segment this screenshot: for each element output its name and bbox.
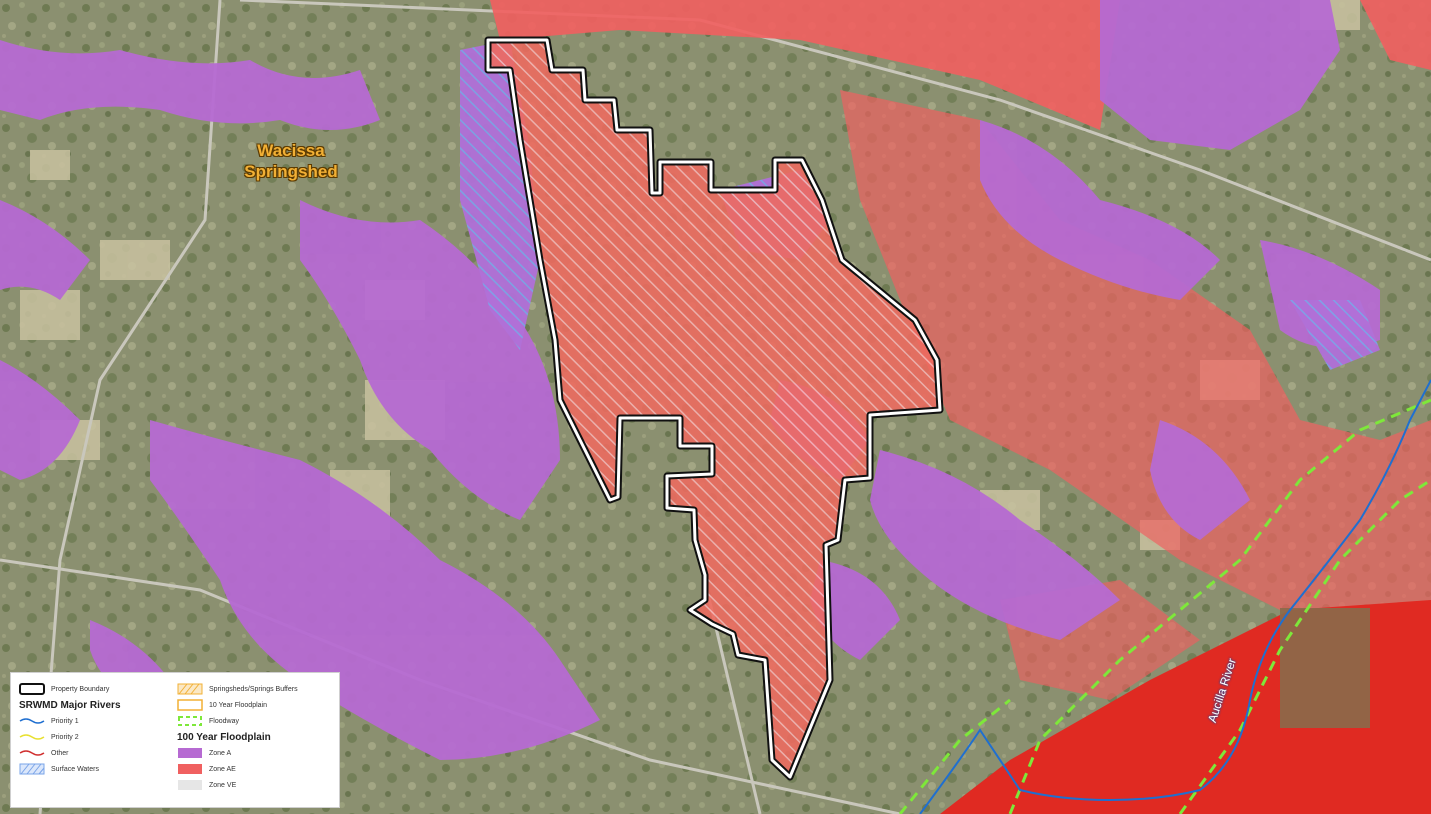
legend-label-other: Other bbox=[51, 749, 69, 757]
zone-a-areas bbox=[0, 0, 1380, 760]
legend-item-other-river: Other bbox=[19, 745, 174, 761]
wacissa-springshed-label: Wacissa Springshed bbox=[216, 140, 366, 182]
legend-item-springsheds: Springsheds/Springs Buffers bbox=[177, 681, 335, 697]
legend-column-left: Property Boundary SRWMD Major Rivers Pri… bbox=[19, 681, 174, 777]
legend-item-zone-ve: Zone VE bbox=[177, 777, 335, 793]
brown-clearing bbox=[1280, 608, 1370, 728]
legend-item-10-year-floodplain: 10 Year Floodplain bbox=[177, 697, 335, 713]
legend-label-property-boundary: Property Boundary bbox=[51, 685, 110, 693]
zone-a-swatch bbox=[177, 747, 203, 759]
property-boundary-swatch bbox=[19, 683, 45, 695]
legend-label-surface-waters: Surface Waters bbox=[51, 765, 99, 773]
legend-label-priority-1: Priority 1 bbox=[51, 717, 79, 725]
priority-2-river-swatch bbox=[19, 731, 45, 743]
legend-label-floodway: Floodway bbox=[209, 717, 239, 725]
legend-item-priority-2: Priority 2 bbox=[19, 729, 174, 745]
zone-ve-swatch bbox=[177, 779, 203, 791]
springshed-swatch bbox=[177, 683, 203, 695]
zone-ae-swatch bbox=[177, 763, 203, 775]
legend-item-property-boundary: Property Boundary bbox=[19, 681, 174, 697]
priority-1-river-swatch bbox=[19, 715, 45, 727]
legend-item-priority-1: Priority 1 bbox=[19, 713, 174, 729]
legend-heading-100-year-floodplain: 100 Year Floodplain bbox=[177, 731, 271, 743]
aucilla-river bbox=[919, 379, 1431, 814]
legend-label-10-year-floodplain: 10 Year Floodplain bbox=[209, 701, 267, 709]
legend-label-springsheds: Springsheds/Springs Buffers bbox=[209, 685, 298, 693]
legend-label-zone-a: Zone A bbox=[209, 749, 232, 757]
legend-item-zone-a: Zone A bbox=[177, 745, 335, 761]
floodway-lines bbox=[898, 398, 1431, 814]
legend-item-zone-ae: Zone AE bbox=[177, 761, 335, 777]
place-label-line-1: Wacissa bbox=[257, 141, 325, 160]
legend-item-floodway: Floodway bbox=[177, 713, 335, 729]
legend-label-zone-ve: Zone VE bbox=[209, 781, 237, 789]
property-boundary-line bbox=[486, 38, 942, 779]
other-river-swatch bbox=[19, 747, 45, 759]
legend-column-right: Springsheds/Springs Buffers 10 Year Floo… bbox=[177, 681, 335, 793]
legend-heading-major-rivers: SRWMD Major Rivers bbox=[19, 699, 121, 711]
place-label-line-2: Springshed bbox=[244, 162, 338, 181]
legend-label-priority-2: Priority 2 bbox=[51, 733, 79, 741]
legend-item-surface-waters: Surface Waters bbox=[19, 761, 174, 777]
surface-waters-swatch bbox=[19, 763, 45, 775]
ten-year-floodplain-swatch bbox=[177, 699, 203, 711]
legend-label-zone-ae: Zone AE bbox=[209, 765, 236, 773]
floodway-swatch bbox=[177, 715, 203, 727]
map-legend: Property Boundary SRWMD Major Rivers Pri… bbox=[10, 672, 340, 808]
